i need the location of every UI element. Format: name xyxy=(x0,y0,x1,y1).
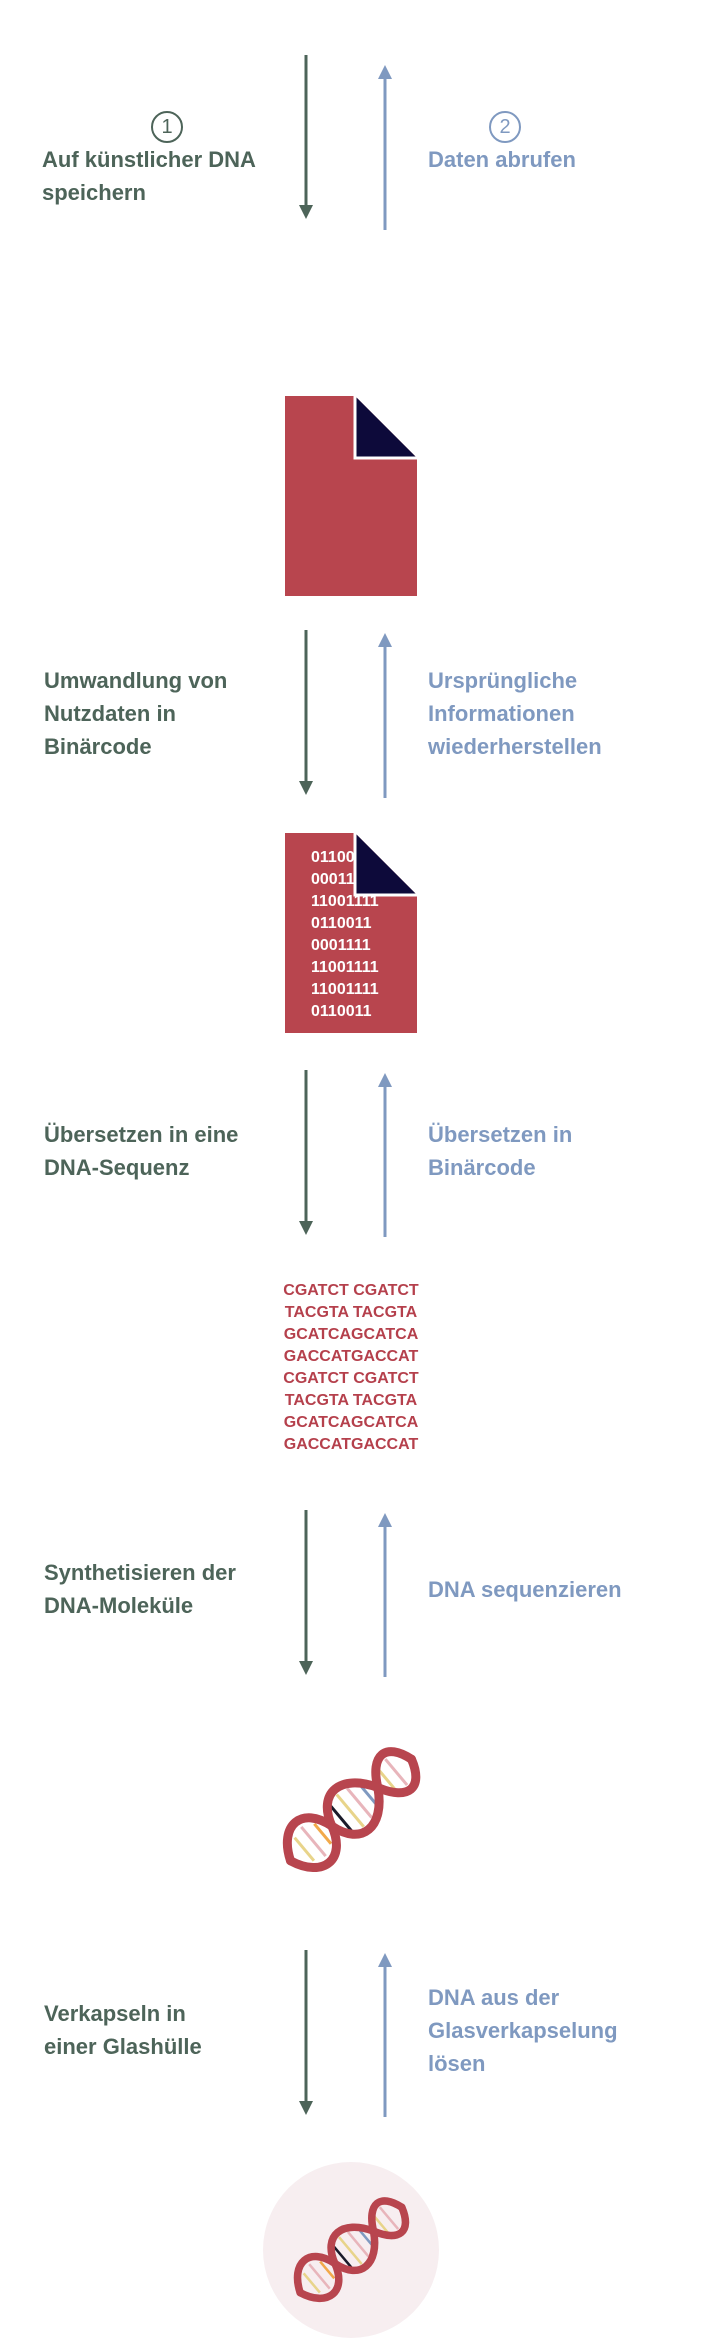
encapsulated-dna-helix-icon xyxy=(293,2197,410,2303)
stage-label-sequence-dna: DNA sequenzieren xyxy=(428,1577,622,1602)
stage-label-synthesize: Synthetisieren der DNA-Moleküle xyxy=(44,1560,236,1618)
dna-helix-icon xyxy=(282,1747,421,1873)
stage-label-restore-info: Ursprüngliche Informationen wiederherste… xyxy=(428,668,602,759)
dna-sequence: CGATCT CGATCT TACGTA TACGTA GCATCAGCATCA… xyxy=(283,1282,419,1453)
stage-label-encapsulate: Verkapseln in einer Glashülle xyxy=(44,2001,202,2059)
glass-capsule-icon xyxy=(263,2162,439,2338)
step-number-store: 1 xyxy=(151,111,183,143)
binary-document-icon: 0110011 0001111 11001111 0110011 0001111… xyxy=(285,833,417,1033)
step-number-retrieve: 2 xyxy=(489,111,521,143)
step-label-store: Auf künstlicher DNA speichern xyxy=(42,147,256,205)
stage-label-release-dna: DNA aus der Glasverkapselung lösen xyxy=(428,1985,618,2076)
stage-label-to-binary: Umwandlung von Nutzdaten in Binärcode xyxy=(44,668,228,759)
stage-label-to-sequence: Übersetzen in eine DNA-Sequenz xyxy=(44,1122,239,1180)
stage-label-to-binary-code: Übersetzen in Binärcode xyxy=(428,1122,573,1180)
step-label-retrieve: Daten abrufen xyxy=(428,147,576,172)
document-icon xyxy=(285,396,417,596)
